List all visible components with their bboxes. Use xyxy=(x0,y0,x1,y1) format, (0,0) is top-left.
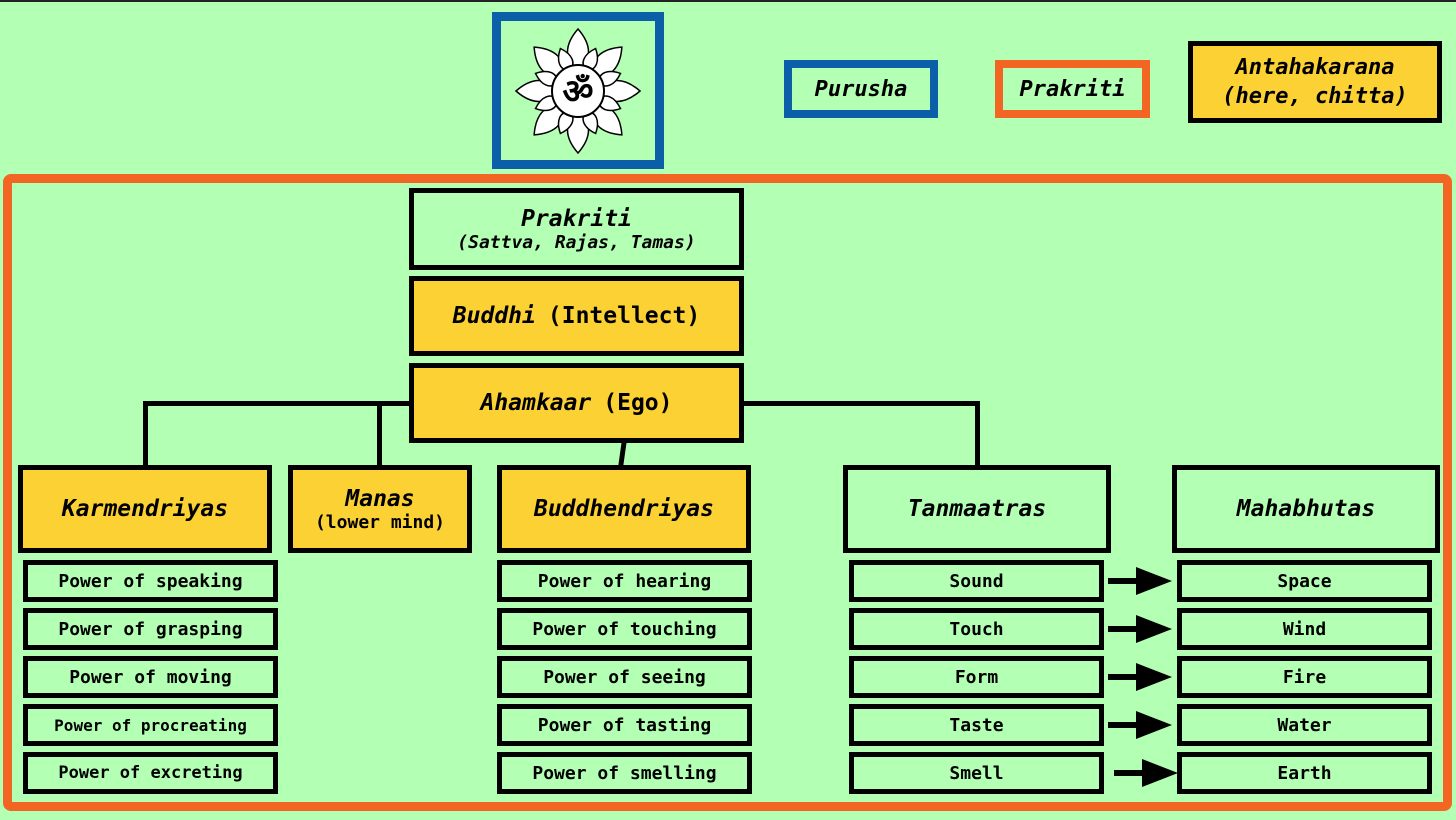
karmendriya-item: Power of speaking xyxy=(23,560,278,602)
karmendriya-item: Power of moving xyxy=(23,656,278,698)
connector-horizontal-right xyxy=(740,401,980,406)
tanmaatra-item: Taste xyxy=(849,704,1104,746)
ahamkaar-name: Ahamkaar xyxy=(480,390,592,416)
buddhendriyas-label: Buddhendriyas xyxy=(533,496,714,522)
connector-manas-drop xyxy=(377,401,382,467)
buddhendriya-label: Power of tasting xyxy=(537,714,712,736)
ahamkaar-gloss: (Ego) xyxy=(603,390,673,416)
prakriti-title: Prakriti xyxy=(521,205,632,232)
buddhendriya-item: Power of smelling xyxy=(497,752,752,794)
mahabhuta-label: Space xyxy=(1277,570,1332,592)
karmendriyas-label: Karmendriyas xyxy=(61,496,229,522)
karmendriya-label: Power of grasping xyxy=(58,618,243,640)
tanmaatra-label: Smell xyxy=(949,762,1004,784)
buddhendriya-item: Power of hearing xyxy=(497,560,752,602)
manas-name: Manas xyxy=(345,485,415,512)
arrow-right-icon xyxy=(1108,615,1172,643)
legend-antahakarana-line2: (here, chitta) xyxy=(1222,84,1408,109)
connector-tanmaatras-drop xyxy=(975,401,980,467)
lotus-om-icon: ॐ xyxy=(514,27,642,154)
top-border-line xyxy=(0,0,1456,2)
tanmaatra-label: Form xyxy=(954,666,999,688)
karmendriya-label: Power of procreating xyxy=(54,715,247,735)
arrow-right-icon xyxy=(1108,567,1172,595)
arrow-right-icon xyxy=(1108,663,1172,691)
node-buddhendriyas: Buddhendriyas xyxy=(497,465,751,553)
node-karmendriyas: Karmendriyas xyxy=(18,465,272,553)
mahabhuta-item: Wind xyxy=(1177,608,1432,650)
node-tanmaatras: Tanmaatras xyxy=(843,465,1111,553)
tanmaatras-label: Tanmaatras xyxy=(907,496,1047,522)
legend-purusha: Purusha xyxy=(784,60,938,118)
tanmaatra-item: Smell xyxy=(849,752,1104,794)
tanmaatra-item: Sound xyxy=(849,560,1104,602)
mahabhuta-label: Earth xyxy=(1277,762,1332,784)
mahabhuta-item: Water xyxy=(1177,704,1432,746)
buddhendriya-item: Power of seeing xyxy=(497,656,752,698)
buddhendriya-label: Power of seeing xyxy=(543,666,706,688)
mahabhuta-item: Earth xyxy=(1177,752,1432,794)
arrow-right-icon xyxy=(1108,711,1172,739)
node-prakriti: Prakriti (Sattva, Rajas, Tamas) xyxy=(409,188,744,270)
mahabhuta-label: Fire xyxy=(1282,666,1327,688)
tanmaatra-label: Touch xyxy=(949,618,1004,640)
connector-horizontal-left xyxy=(143,401,413,406)
arrow-right-icon xyxy=(1114,759,1178,787)
mahabhuta-item: Space xyxy=(1177,560,1432,602)
mahabhuta-label: Water xyxy=(1277,714,1332,736)
node-manas: Manas (lower mind) xyxy=(288,465,472,553)
purusha-symbol-box: ॐ xyxy=(492,12,664,169)
mahabhuta-label: Wind xyxy=(1282,618,1327,640)
buddhendriya-item: Power of touching xyxy=(497,608,752,650)
tanmaatra-item: Touch xyxy=(849,608,1104,650)
node-mahabhutas: Mahabhutas xyxy=(1172,465,1440,553)
buddhi-gloss: (Intellect) xyxy=(547,303,701,329)
legend-prakriti-label: Prakriti xyxy=(1019,76,1126,102)
buddhendriya-item: Power of tasting xyxy=(497,704,752,746)
node-buddhi: Buddhi (Intellect) xyxy=(409,276,744,356)
legend-antahakarana: Antahakarana (here, chitta) xyxy=(1188,41,1442,123)
prakriti-region xyxy=(3,174,1452,811)
tanmaatra-label: Taste xyxy=(949,714,1004,736)
prakriti-gunas: (Sattva, Rajas, Tamas) xyxy=(457,231,696,253)
buddhendriya-label: Power of smelling xyxy=(532,762,717,784)
node-ahamkaar: Ahamkaar (Ego) xyxy=(409,363,744,443)
svg-text:ॐ: ॐ xyxy=(562,72,593,112)
buddhi-name: Buddhi xyxy=(452,303,536,329)
connector-karmendriyas-drop xyxy=(143,401,148,467)
karmendriya-label: Power of excreting xyxy=(58,763,243,783)
tanmaatra-item: Form xyxy=(849,656,1104,698)
mahabhutas-label: Mahabhutas xyxy=(1236,496,1376,522)
buddhendriya-label: Power of hearing xyxy=(537,570,712,592)
karmendriya-item: Power of grasping xyxy=(23,608,278,650)
buddhendriya-label: Power of touching xyxy=(532,618,717,640)
tanmaatra-label: Sound xyxy=(949,570,1004,592)
karmendriya-item: Power of procreating xyxy=(23,704,278,746)
manas-gloss: (lower mind) xyxy=(314,511,446,533)
karmendriya-label: Power of speaking xyxy=(58,570,243,592)
karmendriya-item: Power of excreting xyxy=(23,752,278,794)
legend-purusha-label: Purusha xyxy=(814,76,908,102)
mahabhuta-item: Fire xyxy=(1177,656,1432,698)
legend-prakriti: Prakriti xyxy=(995,60,1150,118)
legend-antahakarana-line1: Antahakarana xyxy=(1235,55,1395,80)
karmendriya-label: Power of moving xyxy=(69,666,232,688)
